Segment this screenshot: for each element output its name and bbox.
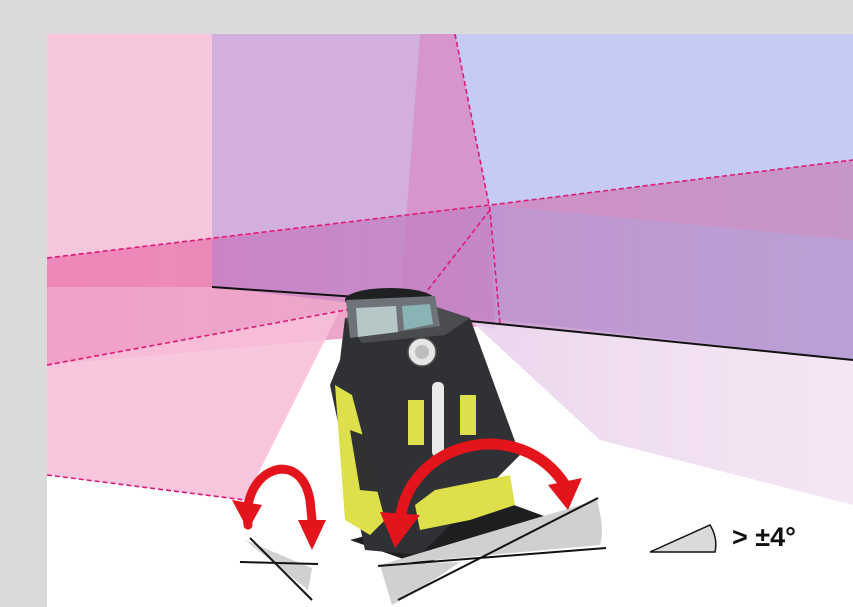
- left-rotation-arrowhead-a: [232, 500, 262, 530]
- device-lens-window-left: [356, 306, 398, 337]
- floor-beam-fan-right: [470, 320, 853, 505]
- laser-line-diagonal: [419, 209, 491, 301]
- laser-device: [330, 288, 555, 565]
- center-rotation-arrowhead-right: [548, 478, 582, 510]
- left-angle-baseline: [239, 561, 319, 565]
- device-knob-center: [415, 345, 429, 359]
- left-rotation-arrowhead-b: [298, 520, 326, 550]
- center-rotation-arrow: [394, 438, 571, 526]
- laser-lines: [46, 33, 853, 501]
- wall-corner-line-right: [439, 317, 853, 361]
- left-wall: [47, 34, 212, 287]
- center-angle-baseline: [377, 547, 607, 567]
- device-label-plate: [350, 430, 380, 492]
- device-yellow-bracket: [415, 475, 515, 530]
- center-angle-sector-right: [380, 500, 602, 565]
- left-angle-sector: [245, 540, 312, 590]
- device-level-vial: [432, 382, 444, 457]
- tilt-limit-label: > ±4°: [732, 522, 796, 552]
- floor-beam-fan-left: [47, 310, 340, 500]
- horizontal-beam-right: [212, 205, 853, 360]
- center-rotation-arrowhead-left: [380, 512, 420, 548]
- laser-line-horizontal-top: [46, 159, 853, 259]
- center-angle-tilted-line: [397, 497, 599, 601]
- angle-symbol-icon: [649, 524, 717, 553]
- laser-line-floor: [46, 474, 246, 501]
- device-side-clip-left: [408, 400, 424, 445]
- left-angle-tilted-line: [249, 537, 313, 601]
- device-side-clip-right: [460, 395, 476, 435]
- device-lens-window-right: [402, 304, 433, 330]
- center-angle-sector-left: [380, 562, 460, 605]
- laser-line-horizontal-bottom: [46, 299, 401, 366]
